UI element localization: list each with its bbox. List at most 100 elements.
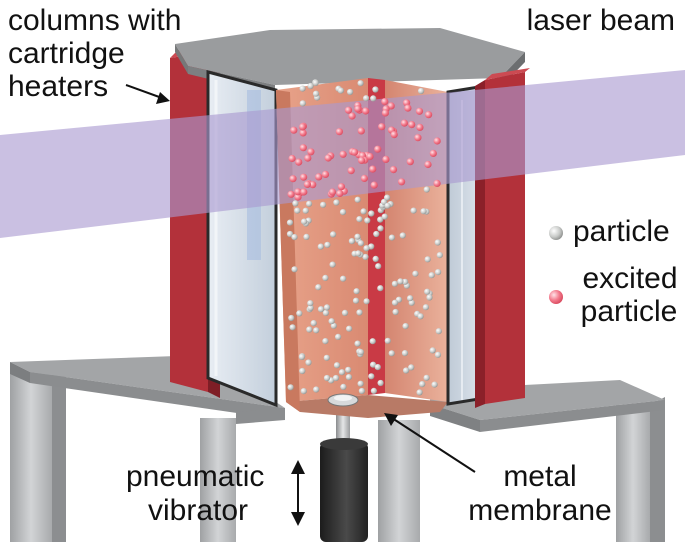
- particle: [329, 261, 336, 268]
- excited-particle: [378, 123, 386, 131]
- particle: [428, 272, 435, 279]
- particle: [307, 300, 314, 307]
- pneumatic-vibrator: [320, 410, 368, 542]
- excited-particle: [369, 165, 377, 173]
- particle: [306, 326, 313, 333]
- excited-particle: [304, 154, 312, 162]
- annotation-lines: [125, 84, 476, 526]
- excited-particle: [294, 193, 302, 201]
- particle: [301, 218, 308, 225]
- particle: [313, 386, 320, 393]
- particle: [312, 79, 319, 86]
- particle: [317, 306, 325, 313]
- particle: [352, 297, 360, 304]
- vibrator-label-line2: vibrator: [148, 494, 249, 527]
- excited-particle: [351, 148, 359, 156]
- particle: [423, 186, 430, 193]
- particle: [420, 208, 427, 215]
- support-legs: [10, 366, 665, 542]
- excited-particle: [357, 127, 365, 135]
- particle: [291, 234, 298, 241]
- particle: [333, 199, 340, 206]
- particle: [328, 318, 335, 325]
- particle: [313, 327, 320, 334]
- particle: [377, 216, 384, 223]
- particle: [391, 299, 399, 306]
- particle: [402, 323, 409, 330]
- particle: [384, 337, 391, 344]
- particle: [377, 379, 384, 387]
- particle: [397, 278, 404, 285]
- particle: [341, 309, 349, 316]
- excited-particle: [339, 150, 347, 158]
- particle: [399, 232, 406, 239]
- particle: [356, 216, 363, 223]
- particle: [332, 374, 340, 382]
- particle: [370, 361, 377, 368]
- excited-particle: [303, 180, 311, 188]
- excited-particle: [433, 179, 441, 187]
- particle: [388, 234, 395, 241]
- excited-particle: [300, 188, 308, 196]
- particle: [370, 387, 377, 394]
- excited-particle: [425, 111, 433, 119]
- excited-particle: [289, 175, 297, 183]
- particle: [348, 238, 355, 245]
- support-leg: [378, 420, 420, 542]
- particle: [401, 350, 409, 357]
- excited-particle: [408, 121, 416, 129]
- particle: [307, 82, 314, 90]
- excited-particle: [299, 123, 307, 131]
- particle: [298, 353, 305, 360]
- excited-particle: [360, 174, 368, 182]
- particle: [287, 384, 294, 391]
- particle: [419, 381, 426, 388]
- particle: [322, 338, 329, 345]
- excited-particle: [362, 107, 370, 115]
- excited-particle: [433, 137, 441, 145]
- excited-particle: [315, 173, 323, 181]
- particle: [323, 374, 331, 382]
- particle: [354, 233, 361, 240]
- particle: [417, 313, 424, 320]
- particle: [345, 374, 352, 381]
- particle: [364, 217, 371, 224]
- particle: [363, 95, 370, 102]
- particle: [335, 333, 342, 340]
- particle: [368, 210, 375, 217]
- particle: [377, 225, 384, 232]
- excited-particle: [309, 181, 317, 189]
- particle: [322, 274, 329, 281]
- particle: [294, 207, 301, 214]
- particle: [423, 374, 430, 381]
- particle: [303, 233, 310, 240]
- particle: [431, 381, 438, 388]
- particle: [323, 354, 330, 361]
- excited-particle: [381, 109, 389, 117]
- particle: [305, 359, 312, 366]
- particle: [299, 85, 306, 92]
- particle: [410, 207, 417, 214]
- heaters-label-line3: heaters: [8, 70, 109, 103]
- particle: [362, 253, 369, 261]
- excited-particle: [287, 190, 295, 198]
- particle: [299, 367, 306, 375]
- excited-particle: [328, 188, 337, 196]
- particle: [354, 340, 361, 347]
- membrane-label-line1: metal: [503, 460, 577, 493]
- particle: [320, 201, 327, 208]
- particle: [357, 349, 364, 356]
- particle: [300, 388, 307, 395]
- excited-particle: [389, 166, 398, 174]
- particle: [302, 207, 309, 214]
- particle: [388, 350, 395, 357]
- excited-particle: [348, 112, 356, 120]
- particle: [375, 263, 382, 270]
- support-leg: [10, 372, 52, 542]
- particle: [422, 304, 429, 311]
- laser-label: laser beam: [526, 4, 675, 37]
- particle: [381, 213, 388, 220]
- particle: [339, 209, 347, 216]
- excited-particle: [294, 188, 302, 196]
